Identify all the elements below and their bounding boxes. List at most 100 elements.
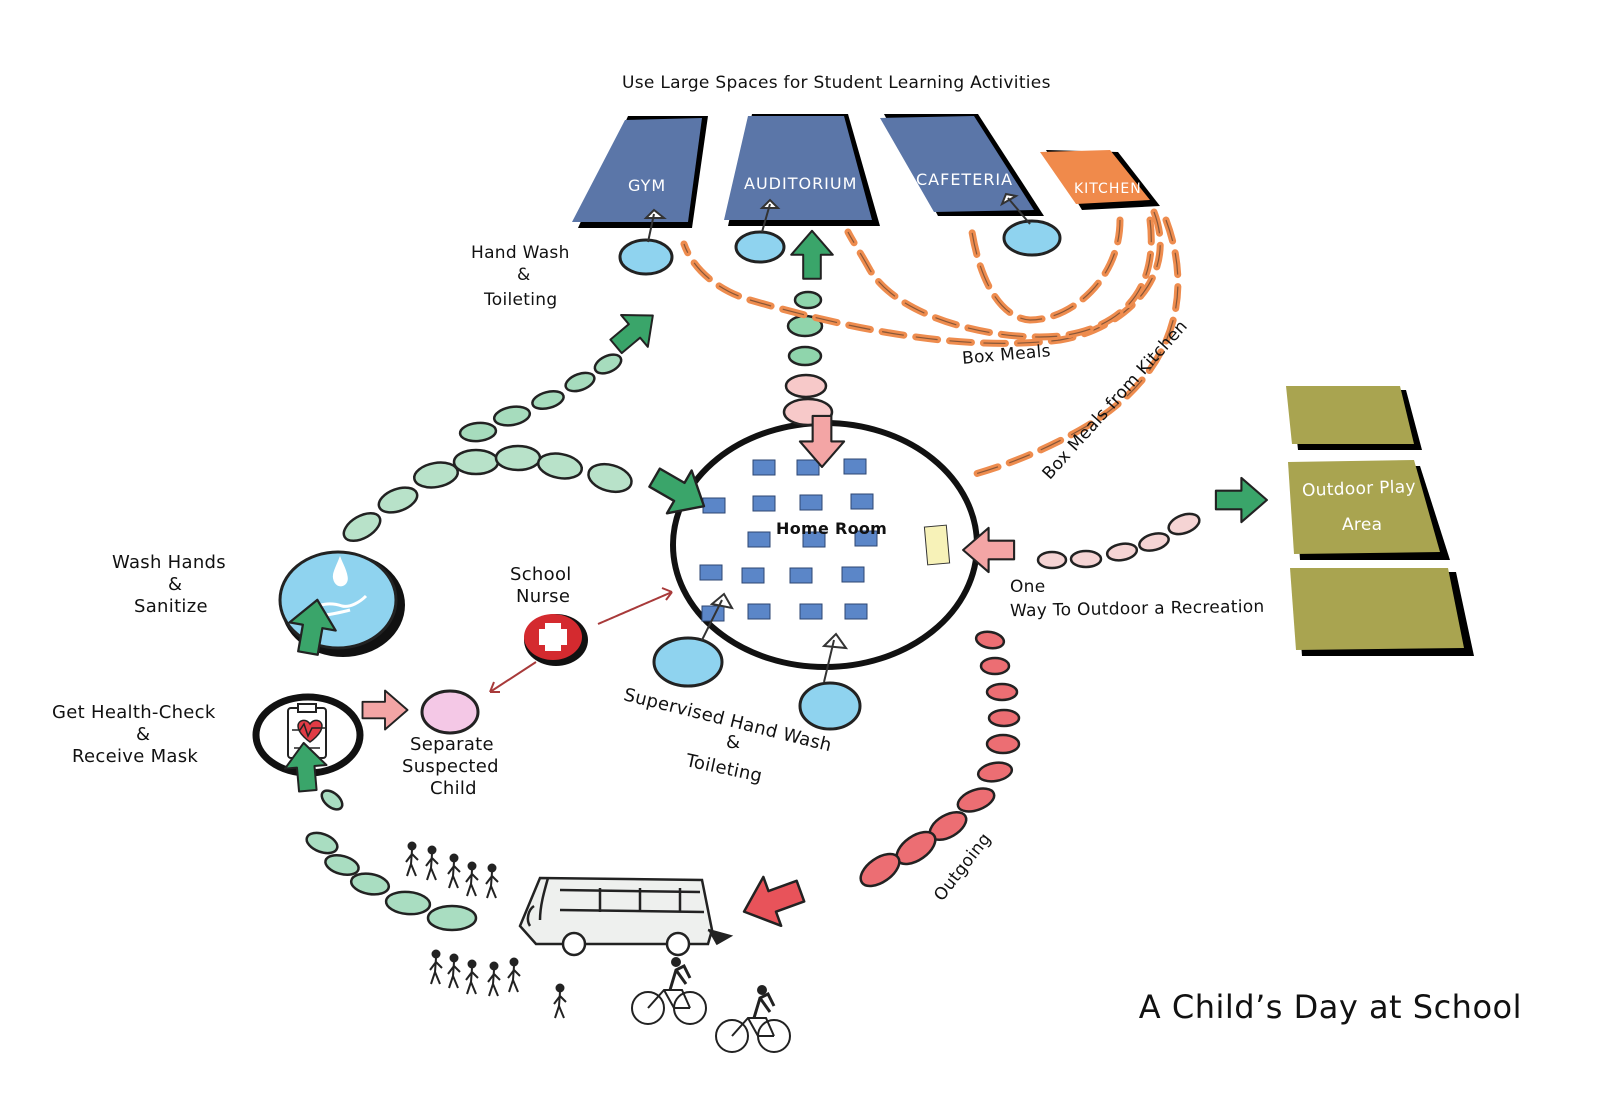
pedestrian-icon (447, 853, 461, 889)
home-room-door (923, 524, 951, 566)
desk (747, 531, 771, 548)
wash-hands-label-1: Wash Hands (112, 552, 226, 573)
wash-station-arrows (643, 192, 1031, 683)
outgoing-path-blob (985, 733, 1021, 755)
arrow-back-to-home-room (962, 526, 1016, 574)
desk (701, 605, 725, 622)
desk (702, 497, 726, 514)
nurse-arrows (489, 587, 673, 693)
arrow-to-home-room (648, 467, 706, 515)
arrow-to-health-check (284, 741, 328, 793)
room-gym (572, 116, 708, 228)
wash-hands-station (278, 550, 405, 657)
pedestrian-icon (553, 983, 567, 1019)
outdoor-label-1: Outdoor Play (1301, 477, 1417, 501)
arrow-to-isolation (361, 689, 409, 731)
incoming-path-blob (324, 854, 360, 876)
bus-icon (518, 876, 734, 957)
to-home-path-blob (452, 448, 500, 476)
room-gym-label: GYM (628, 176, 667, 195)
pedestrian-icon (405, 841, 419, 877)
outdoor-label-2: Area (1342, 515, 1383, 535)
hand-wash-label-2: & (517, 265, 531, 285)
desk (796, 459, 820, 476)
hand-wash-stations (618, 219, 1062, 731)
desk (789, 567, 813, 584)
desk (850, 493, 874, 510)
pedestrian-icon (487, 961, 501, 997)
desk (799, 603, 823, 620)
outdoor-path-blob (1167, 512, 1201, 536)
pedestrian-icon (447, 953, 461, 989)
incoming-path-blob (305, 831, 339, 855)
wash-hands-label-2: & (168, 574, 183, 595)
home-room-desks (699, 458, 878, 622)
to-large-spaces-path-blob (492, 405, 532, 427)
one-way-label-1: One (1010, 577, 1046, 597)
room-kitchen-label: KITCHEN (1074, 181, 1142, 197)
first-aid-cross-icon (539, 623, 567, 651)
separate-label-1: Separate (410, 734, 494, 755)
arrow-to-outdoor (1214, 476, 1268, 524)
desk (843, 458, 867, 475)
arrow-to-auditorium (790, 229, 834, 280)
return-path-blob (784, 373, 828, 399)
incoming-path-blob (384, 890, 432, 916)
to-home-path-blob (342, 511, 382, 543)
desk (752, 459, 776, 476)
one-way-label-2: Way To Outdoor a Recreation (1009, 596, 1265, 622)
home-room-label: Home Room (776, 519, 888, 538)
arrow-to-wash-hands (288, 598, 337, 656)
outdoor-path-blob (1138, 532, 1170, 552)
clipboard-heart-icon (287, 703, 327, 759)
diagram-title: A Child’s Day at School (1138, 988, 1522, 1026)
bicycle-icon-2 (715, 985, 791, 1053)
incoming-path-blob (320, 789, 344, 811)
to-auditorium-path-blob (793, 290, 823, 310)
to-home-path-blob (536, 452, 584, 480)
pedestrian-icon (465, 861, 479, 897)
outdoor-path-blob (1036, 550, 1068, 570)
incoming-path-blob (426, 904, 478, 932)
outdoor-area-middle (1288, 460, 1450, 560)
to-large-spaces-path-blob (593, 353, 623, 375)
desk (699, 564, 723, 581)
outdoor-path-blob (1105, 542, 1139, 562)
desk (854, 530, 878, 547)
outgoing-path-blob (974, 630, 1006, 650)
room-kitchen (1040, 150, 1160, 210)
room-auditorium-shape (724, 116, 872, 220)
hand-wash-label-3: Toileting (484, 290, 558, 310)
to-auditorium-path-blob (787, 345, 823, 367)
room-kitchen-shape (1040, 150, 1150, 204)
supervised-label-2: & (726, 732, 741, 753)
wash-hands-label-3: Sanitize (134, 596, 208, 617)
outgoing-path-blob (985, 682, 1019, 702)
arrow-outgoing (742, 875, 806, 928)
desk (752, 495, 776, 512)
outdoor-path-blob (1069, 549, 1103, 569)
flow-paths (305, 208, 1201, 932)
bicycle-icon (631, 957, 707, 1025)
desk (802, 531, 826, 548)
isolation-bubble (420, 689, 480, 735)
school-nurse-station (524, 614, 588, 666)
to-large-spaces-path-blob (458, 421, 498, 443)
room-cafeteria-shape (880, 116, 1034, 212)
to-home-path-blob (377, 486, 419, 514)
desk (799, 494, 823, 511)
to-large-spaces-path-blob (564, 371, 596, 393)
health-check-label-2: & (136, 724, 151, 745)
room-auditorium (724, 114, 880, 226)
health-check-label-3: Receive Mask (72, 746, 199, 767)
room-gym-shape (572, 118, 702, 222)
pedestrian-icon (429, 949, 443, 985)
health-check-station (252, 693, 364, 777)
flow-arrows (284, 229, 1268, 928)
header-note: Use Large Spaces for Student Learning Ac… (622, 73, 1051, 93)
pedestrian-icon (485, 863, 499, 899)
outdoor-area-bottom (1290, 568, 1474, 656)
desk (844, 603, 868, 620)
room-cafeteria (880, 114, 1044, 216)
